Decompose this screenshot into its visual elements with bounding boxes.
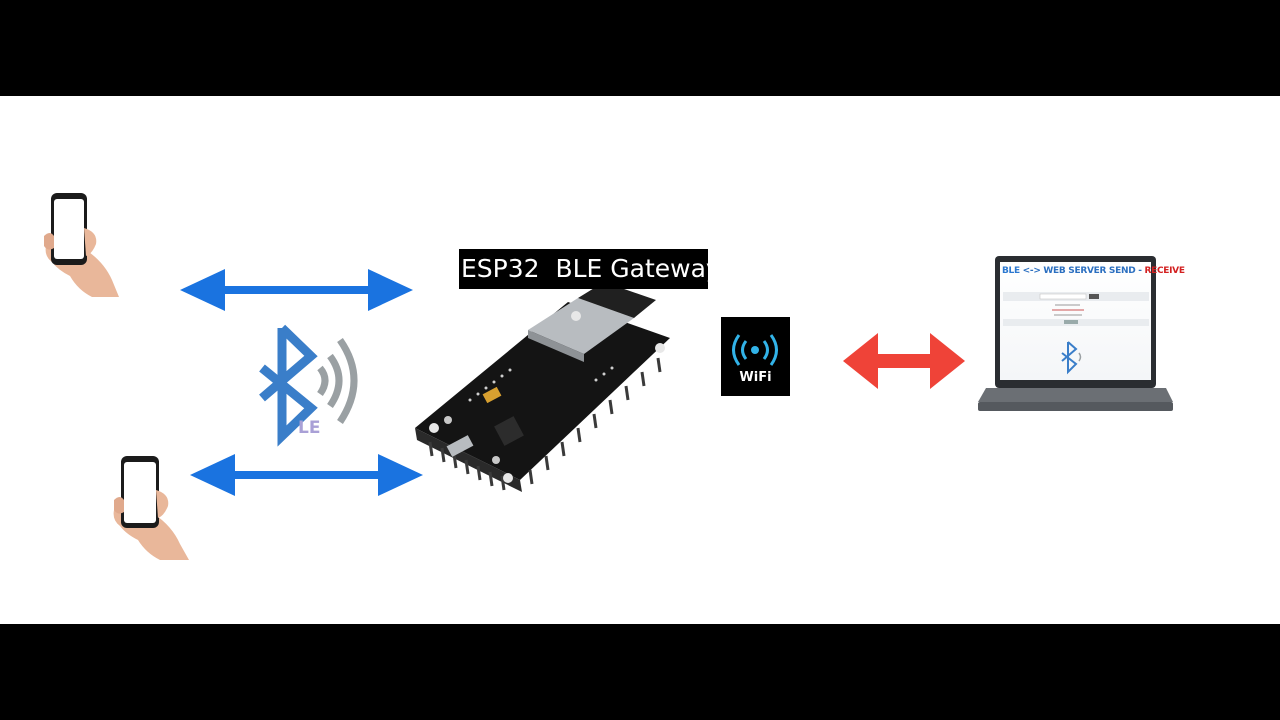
letterbox-bottom: [0, 624, 1280, 720]
screen-title-ble: BLE: [1002, 266, 1020, 276]
laptop-icon: [978, 256, 1173, 411]
screen-title-receive: RECEIVE: [1144, 266, 1185, 276]
ble-le-label: LE: [298, 418, 321, 438]
wifi-label: WiFi: [739, 370, 772, 385]
letterbox-top: [0, 0, 1280, 96]
wifi-double-arrow: [843, 333, 965, 389]
wifi-icon: WiFi: [721, 317, 790, 396]
phone-in-hand-icon-top: [44, 193, 119, 297]
gateway-title: ESP32 BLE Gateway: [459, 249, 721, 289]
screen-title-mid: <-> WEB SERVER SEND -: [1019, 266, 1145, 276]
bluetooth-le-icon: [259, 324, 358, 447]
wifi-waves: [732, 334, 778, 366]
ble-double-arrow-top: [180, 269, 413, 311]
laptop-screen-title: BLE <-> WEB SERVER SEND - RECEIVE: [1002, 266, 1185, 276]
ble-double-arrow-bottom: [190, 454, 423, 496]
phone-in-hand-icon-bottom: [113, 456, 189, 560]
esp32-board: [415, 282, 670, 492]
